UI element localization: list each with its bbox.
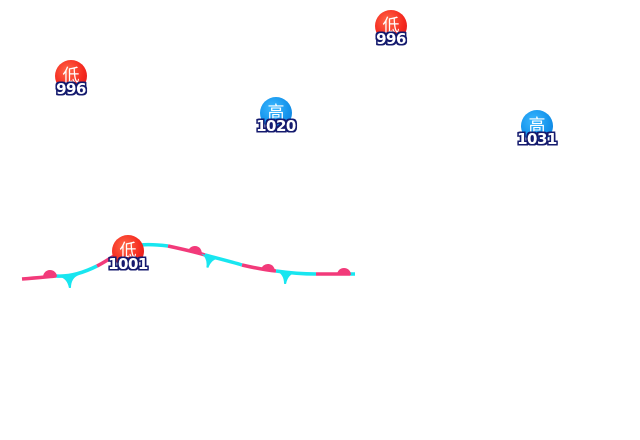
cold-front-segment — [55, 264, 98, 278]
high-pressure-icon: 高 — [521, 110, 553, 142]
high-pressure-icon: 高 — [260, 97, 292, 129]
low-pressure-icon: 低 — [112, 235, 144, 267]
cold-front-triangle-icon — [200, 253, 220, 268]
warm-front-semicircle-icon — [187, 245, 202, 255]
pressure-value-label: 1031 — [517, 130, 557, 148]
pressure-value-label: 996 — [56, 80, 86, 98]
warm-front-semicircle-icon — [43, 270, 58, 278]
pressure-center-low[interactable]: 低 1001 — [104, 235, 154, 289]
low-pressure-icon: 低 — [375, 10, 407, 42]
pressure-value-label: 1001 — [108, 255, 148, 273]
warm-front-semicircle-icon — [337, 268, 351, 275]
pressure-center-high[interactable]: 高 1020 — [252, 97, 302, 151]
pressure-center-low[interactable]: 低 996 — [47, 60, 97, 114]
pressure-center-low[interactable]: 低 996 — [367, 10, 417, 64]
low-pressure-icon: 低 — [55, 60, 87, 92]
warm-front-semicircle-icon — [260, 264, 275, 272]
pressure-center-high[interactable]: 高 1031 — [513, 110, 563, 164]
pressure-value-label: 996 — [376, 30, 406, 48]
cold-front-triangle-icon — [58, 275, 79, 289]
pressure-value-label: 1020 — [256, 117, 296, 135]
cold-front-triangle-icon — [276, 271, 297, 285]
stationary-front — [21, 242, 355, 289]
